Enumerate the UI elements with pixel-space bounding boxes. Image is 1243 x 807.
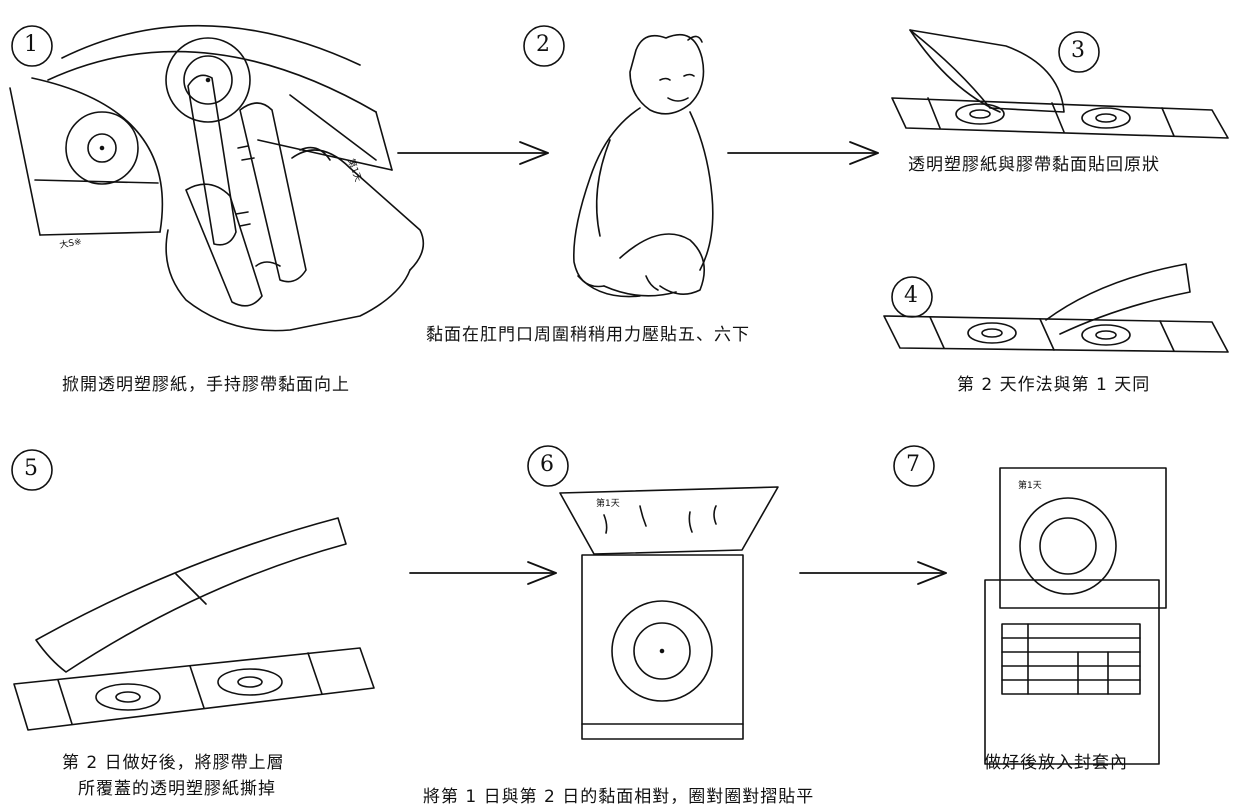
step5-illustration bbox=[13, 517, 375, 731]
step5-caption-line2: 所覆蓋的透明塑膠紙撕掉 bbox=[78, 779, 276, 799]
step6-illustration bbox=[559, 486, 779, 740]
step-number: 3 bbox=[1071, 38, 1086, 63]
tape-tag-label: 第1天 bbox=[596, 497, 620, 509]
step5-caption-line1: 第 2 日做好後，將膠帶上層 bbox=[62, 753, 285, 773]
step-number: 4 bbox=[904, 283, 919, 308]
step4-illustration bbox=[883, 263, 1229, 353]
step7-caption: 做好後放入封套內 bbox=[984, 753, 1128, 773]
step4-caption: 第 2 天作法與第 1 天同 bbox=[957, 375, 1151, 395]
step-number-circles bbox=[11, 25, 1100, 491]
step7-illustration bbox=[984, 467, 1167, 765]
step3-caption: 透明塑膠紙與膠帶黏面貼回原狀 bbox=[908, 155, 1160, 175]
step-number: 1 bbox=[24, 32, 39, 57]
tape-tag-label: 大S※ bbox=[58, 235, 82, 251]
step2-caption: 黏面在肛門口周圍稍稍用力壓貼五、六下 bbox=[426, 325, 750, 345]
tape-tag-label: 第1天 bbox=[1018, 479, 1042, 491]
step2-illustration bbox=[573, 33, 714, 298]
step3-illustration bbox=[891, 29, 1229, 139]
step1-illustration bbox=[9, 24, 425, 332]
arrows bbox=[397, 141, 947, 585]
step-number: 6 bbox=[540, 452, 555, 477]
step-number: 7 bbox=[906, 452, 921, 477]
step6-caption: 將第 1 日與第 2 日的黏面相對，圈對圈對摺貼平 bbox=[423, 787, 815, 807]
tape-tag-label: 第1天 bbox=[345, 157, 364, 183]
step-number: 2 bbox=[536, 32, 551, 57]
step1-caption: 掀開透明塑膠紙，手持膠帶黏面向上 bbox=[62, 375, 350, 395]
step-number: 5 bbox=[24, 456, 39, 481]
